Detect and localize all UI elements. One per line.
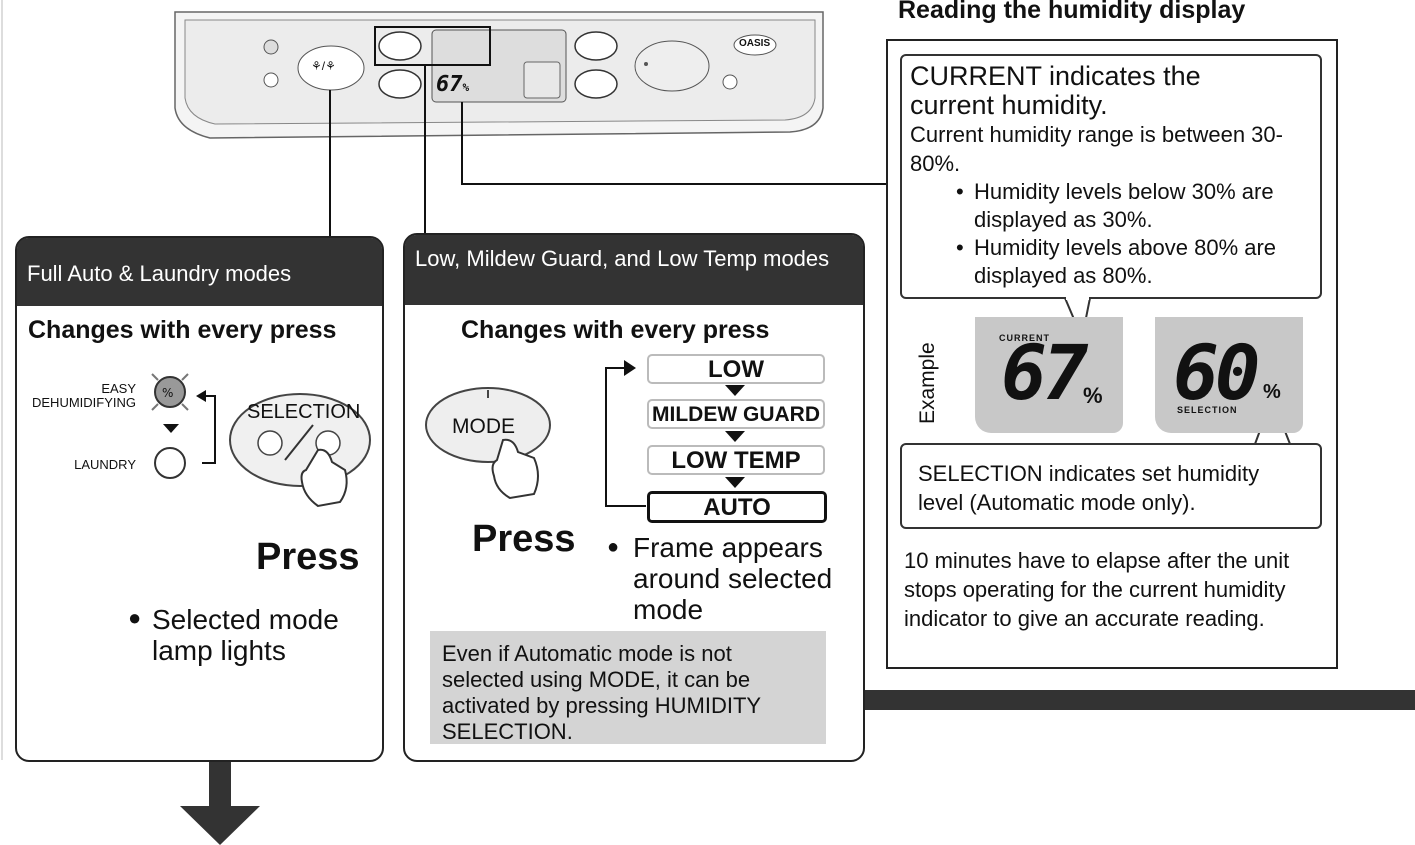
card-mode-press: Press xyxy=(472,518,576,560)
card-full-auto-bullet: ● Selected mode lamp lights xyxy=(128,604,373,666)
card-mode-subheading: Changes with every press xyxy=(461,316,770,344)
current-lcd-unit: % xyxy=(1083,383,1103,408)
card-full-auto-press: Press xyxy=(256,536,360,578)
mode-auto: AUTO xyxy=(647,491,827,523)
elapse-note: 10 minutes have to elapse after the unit… xyxy=(904,548,1290,631)
panel-display: 67% xyxy=(436,72,469,97)
current-range: Current humidity range is between 30-80%… xyxy=(910,122,1283,176)
current-lcd-tag: CURRENT xyxy=(999,333,1050,343)
current-lcd: CURRENT 67 % xyxy=(975,317,1123,433)
svg-text:%: % xyxy=(162,386,173,400)
card-full-auto-header: Full Auto & Laundry modes xyxy=(17,238,382,306)
current-lcd-value: 67 xyxy=(1001,328,1088,417)
bullet-dot: ● xyxy=(128,605,142,630)
section-title: Reading the humidity display xyxy=(898,0,1246,24)
current-callout: CURRENT indicates the current humidity. … xyxy=(900,54,1322,299)
card-mode-bullet-text: Frame appears around selected mode xyxy=(633,532,833,625)
bullet-dot: • xyxy=(956,235,964,260)
mode-mildew-guard: MILDEW GUARD xyxy=(647,399,825,429)
mode-low-temp: LOW TEMP xyxy=(647,445,825,475)
panel-display-value: 67 xyxy=(436,72,463,97)
selection-button[interactable]: SELECTION xyxy=(247,401,361,423)
card-full-auto-bullet-text: Selected mode lamp lights xyxy=(152,604,339,666)
bullet-dot: • xyxy=(956,179,964,204)
panel-selection-button[interactable]: ⚘/⚘ xyxy=(311,59,336,73)
bullet-dot: ● xyxy=(607,536,620,558)
bullet-below: • Humidity levels below 30% are displaye… xyxy=(910,178,1312,234)
example-label: Example xyxy=(916,342,939,424)
current-title: CURRENT indicates the current humidity. xyxy=(910,61,1201,120)
selection-lcd: 60 % SELECTION xyxy=(1155,317,1303,433)
bullet-above-text: Humidity levels above 80% are displayed … xyxy=(974,235,1277,288)
selection-lcd-tag: SELECTION xyxy=(1177,405,1238,415)
card-mode-note: Even if Automatic mode is not selected u… xyxy=(430,631,826,744)
card-full-auto-subheading: Changes with every press xyxy=(28,316,337,344)
bullet-below-text: Humidity levels below 30% are displayed … xyxy=(974,179,1274,232)
selection-lcd-value: 60 xyxy=(1173,328,1260,417)
card-mode-header: Low, Mildew Guard, and Low Temp modes xyxy=(405,235,863,305)
card-mode-bullet: ● Frame appears around selected mode xyxy=(607,532,852,625)
mode-button[interactable]: MODE xyxy=(452,415,515,438)
selection-lcd-unit: % xyxy=(1263,381,1281,403)
panel-display-unit: % xyxy=(462,81,470,94)
mode-low: LOW xyxy=(647,354,825,384)
selection-callout: SELECTION indicates set humidity level (… xyxy=(900,443,1322,529)
bullet-above: • Humidity levels above 80% are displaye… xyxy=(910,234,1312,290)
brand-logo: OASIS xyxy=(739,38,771,49)
laundry-label: LAUNDRY xyxy=(74,457,136,472)
